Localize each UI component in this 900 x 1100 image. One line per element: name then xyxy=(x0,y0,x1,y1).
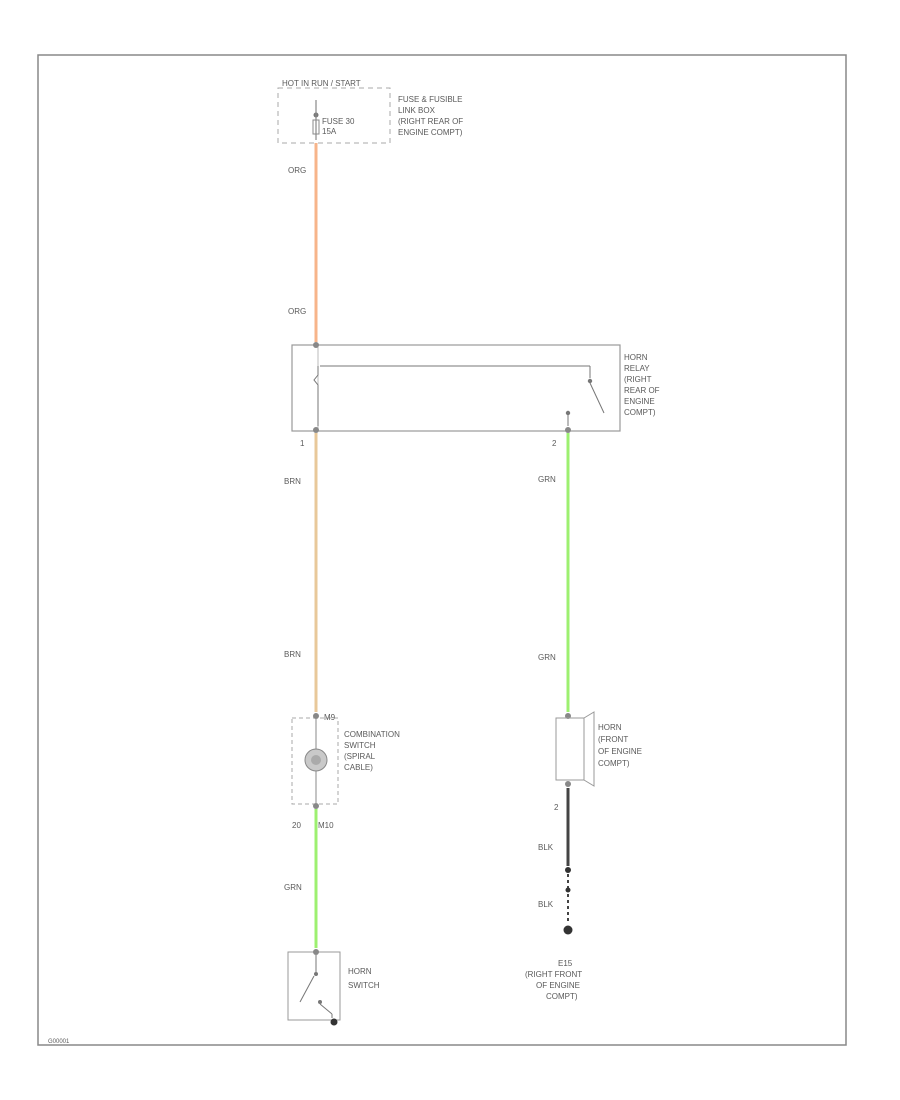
relay-label-4: REAR OF xyxy=(624,386,660,395)
fuse-box-label-4: ENGINE COMPT) xyxy=(398,128,463,137)
horn-switch-ground-icon xyxy=(330,1018,338,1026)
combination-switch: M9 COMBINATION SWITCH (SPIRAL CABLE) 20 … xyxy=(291,713,400,830)
ground-point-icon xyxy=(563,925,573,935)
wire-label-left-1: BRN xyxy=(284,477,301,486)
combo-label-3: (SPIRAL xyxy=(344,752,376,761)
horn-switch-label-1: HORN xyxy=(348,967,372,976)
wire-label-top-1: ORG xyxy=(288,166,306,175)
horn-label-3: OF ENGINE xyxy=(598,747,642,756)
fuse-box-label-3: (RIGHT REAR OF xyxy=(398,117,463,126)
relay-contact-arm xyxy=(589,382,605,414)
fuse-box-label-1: FUSE & FUSIBLE xyxy=(398,95,462,104)
footer-code: G00001 xyxy=(48,1039,70,1045)
horn-relay: HORN RELAY (RIGHT REAR OF ENGINE COMPT) … xyxy=(291,342,660,448)
horn-pin-bottom: 2 xyxy=(554,803,559,812)
fuse-box-label-2: LINK BOX xyxy=(398,106,436,115)
wire-label-left-3: GRN xyxy=(284,883,302,892)
relay-label-3: (RIGHT xyxy=(624,375,652,384)
diagram-frame xyxy=(37,54,847,1046)
fuse-icon xyxy=(312,119,320,135)
power-source-label: HOT IN RUN / START xyxy=(282,79,361,88)
wire-label-ground-1: BLK xyxy=(538,843,554,852)
horn-label-4: COMPT) xyxy=(598,759,630,768)
ground-label-2: (RIGHT FRONT xyxy=(525,970,582,979)
horn-switch: HORN SWITCH xyxy=(287,949,380,1026)
wire-label-ground-2: BLK xyxy=(538,900,554,909)
horn: HORN (FRONT OF ENGINE COMPT) 2 xyxy=(554,711,642,812)
combo-pin-bottom-num: 20 xyxy=(292,821,301,830)
wire-label-left-2: BRN xyxy=(284,650,301,659)
fuse-label-2: 15A xyxy=(322,127,337,136)
ground-label: E15 (RIGHT FRONT OF ENGINE COMPT) xyxy=(525,959,582,1001)
relay-label-6: COMPT) xyxy=(624,408,656,417)
horn-icon xyxy=(555,717,585,781)
combo-label-4: CABLE) xyxy=(344,763,373,772)
horn-switch-contact xyxy=(299,975,315,1003)
ground-label-1: E15 xyxy=(558,959,573,968)
wire-label-top-2: ORG xyxy=(288,307,306,316)
combo-label-1: COMBINATION xyxy=(344,730,400,739)
relay-label-5: ENGINE xyxy=(624,397,655,406)
wire-label-right-2: GRN xyxy=(538,653,556,662)
combo-pin-bottom-conn: M10 xyxy=(318,821,334,830)
relay-label-2: RELAY xyxy=(624,364,650,373)
combo-label-2: SWITCH xyxy=(344,741,376,750)
fuse-box: HOT IN RUN / START FUSE 30 15A FUSE & FU… xyxy=(277,79,463,144)
wire-label-right-1: GRN xyxy=(538,475,556,484)
relay-label-1: HORN xyxy=(624,353,648,362)
horn-label-2: (FRONT xyxy=(598,735,628,744)
horn-label-1: HORN xyxy=(598,723,622,732)
horn-switch-label-2: SWITCH xyxy=(348,981,380,990)
relay-pin-right: 2 xyxy=(552,439,557,448)
ground-label-4: COMPT) xyxy=(546,992,578,1001)
ground-label-3: OF ENGINE xyxy=(536,981,580,990)
relay-pin-left: 1 xyxy=(300,439,305,448)
combo-pin-top: M9 xyxy=(324,713,336,722)
fuse-label-1: FUSE 30 xyxy=(322,117,355,126)
